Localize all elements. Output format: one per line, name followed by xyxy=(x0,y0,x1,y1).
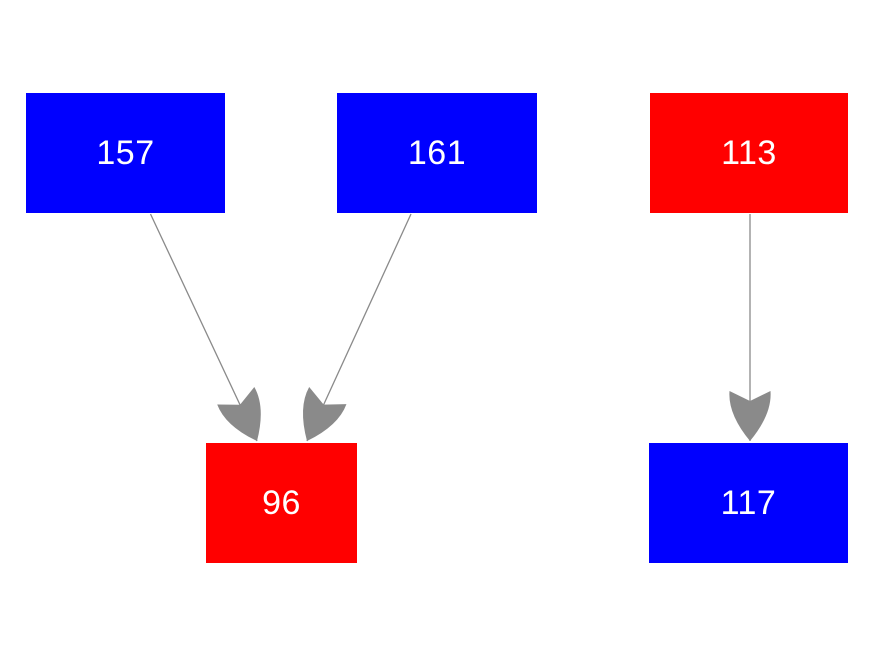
arrowhead-icon-157-96 xyxy=(217,387,261,441)
node-label-161: 161 xyxy=(407,134,467,172)
arrowhead-icon-113-117 xyxy=(729,391,771,441)
graph-node-157: 157 xyxy=(26,93,225,213)
arrowhead-icon-161-96 xyxy=(303,387,347,441)
node-label-113: 113 xyxy=(721,134,777,172)
edge-line-161-96 xyxy=(306,213,412,442)
graph-node-161: 161 xyxy=(337,93,537,213)
graph-node-117: 117 xyxy=(649,443,848,563)
graph-node-113: 113 xyxy=(650,93,848,213)
graph-node-96: 96 xyxy=(206,443,357,563)
node-label-96: 96 xyxy=(262,484,301,522)
node-label-157: 157 xyxy=(96,134,155,172)
node-label-117: 117 xyxy=(720,484,777,522)
edge-line-157-96 xyxy=(149,213,258,442)
